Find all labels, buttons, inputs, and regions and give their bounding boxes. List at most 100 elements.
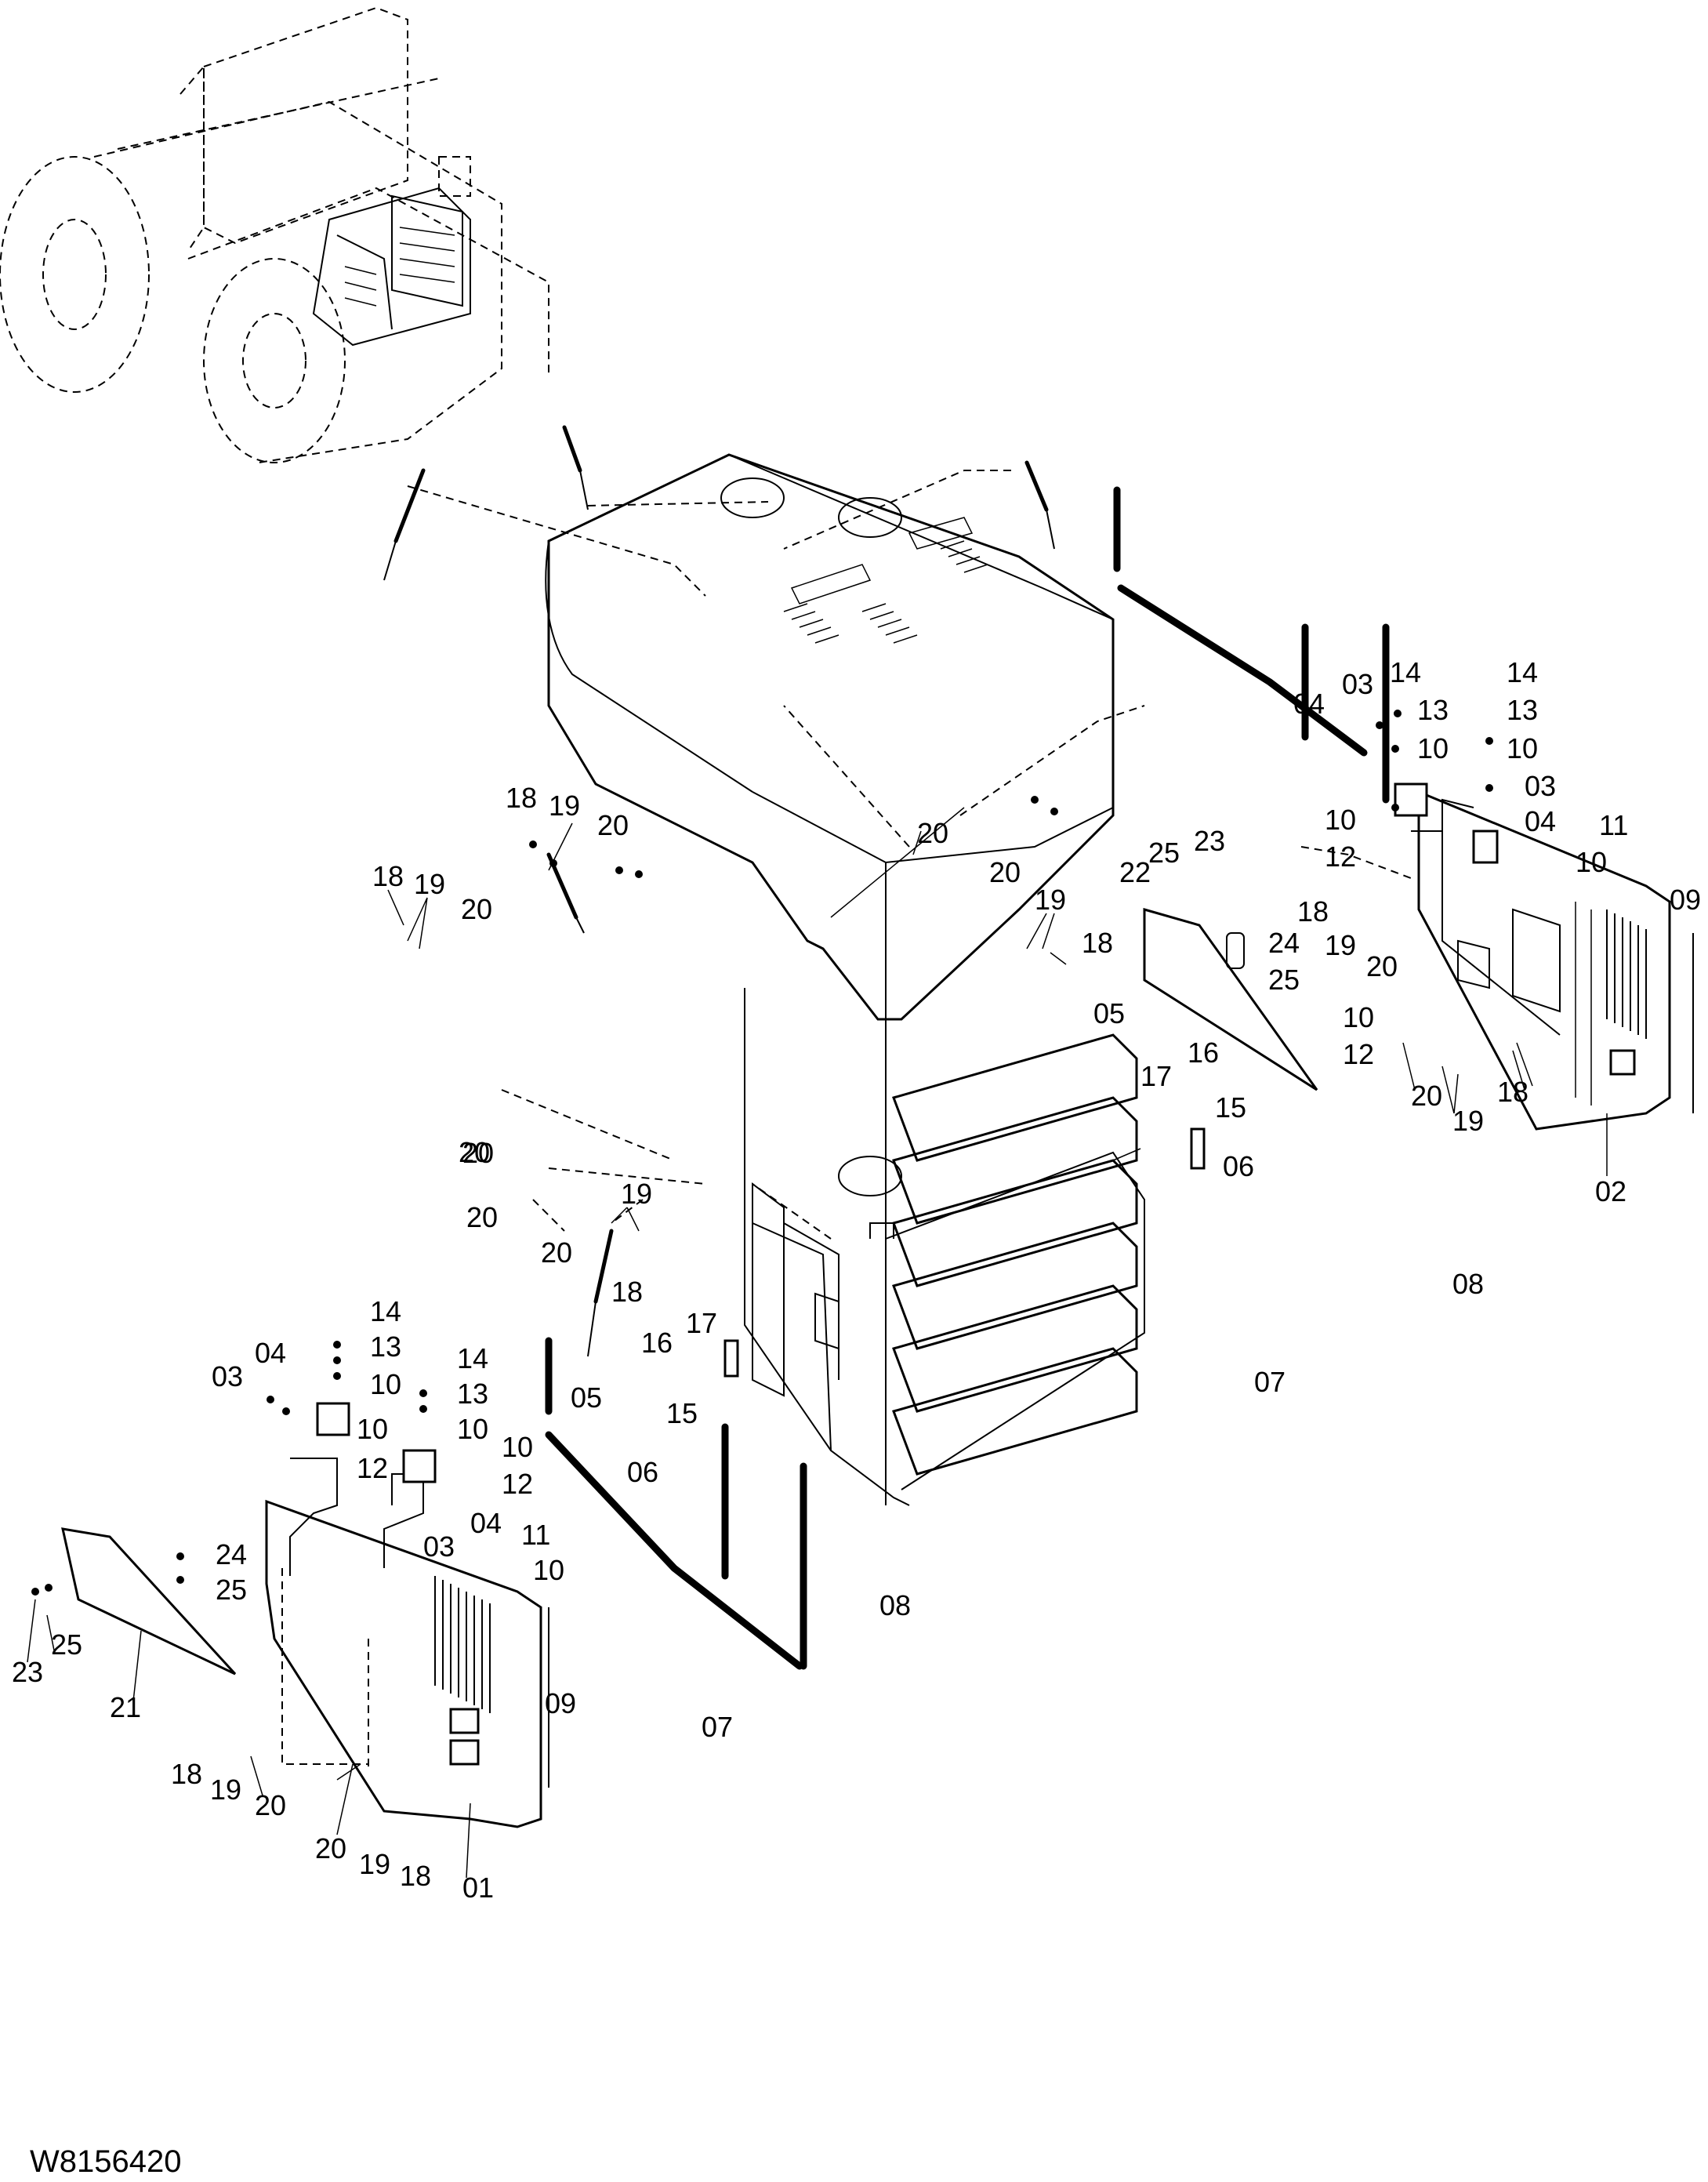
callout-right-door: 02 (1595, 1175, 1626, 1207)
callout-right-door: 10 (1507, 732, 1538, 764)
callout-seal: 16 (641, 1327, 673, 1359)
callout-left-door: 10 (370, 1368, 401, 1400)
callout-main: 19 (549, 790, 580, 822)
callout-right-door: 13 (1507, 694, 1538, 726)
callout-right-door: 04 (1293, 688, 1325, 720)
callout-left-door: 11 (521, 1519, 550, 1551)
callout-main: 18 (1082, 927, 1113, 959)
callout-right-door: 12 (1343, 1038, 1374, 1070)
callout-right-door: 18 (1497, 1076, 1528, 1108)
callout-left-door: 04 (255, 1337, 286, 1369)
callout-ticks (27, 807, 1608, 1879)
leader-lines (407, 470, 1412, 1240)
callout-right-plate: 22 (1119, 856, 1151, 888)
machine-overview (0, 6, 549, 463)
callout-right-door: 03 (1525, 770, 1556, 802)
callout-right-door: 14 (1507, 656, 1538, 688)
callout-left-door: 20 (255, 1789, 286, 1821)
callout-main: 20 (989, 856, 1021, 888)
callout-seal: 05 (571, 1381, 602, 1414)
callout-main: 18 (506, 782, 537, 814)
callout-seal: 05 (1093, 997, 1125, 1029)
callout-seal: 08 (879, 1589, 911, 1621)
callout-seal: 07 (1254, 1366, 1286, 1398)
callout-left-door: 18 (171, 1758, 202, 1790)
right-side-door (1394, 782, 1694, 1131)
callout-right-door: 12 (1325, 840, 1356, 873)
callout-left-door: 10 (357, 1413, 388, 1445)
callout-left-door: 03 (212, 1360, 243, 1392)
callout-left-door: 13 (457, 1378, 488, 1410)
callout-left-door: 12 (502, 1468, 533, 1500)
callout-right-door: 03 (1342, 668, 1373, 700)
callout-main: 20 (459, 1136, 490, 1168)
callout-right-door: 20 (1411, 1080, 1442, 1112)
callout-main: 20 (597, 809, 629, 841)
callout-left-plate: 21 (110, 1691, 141, 1723)
callout-right-door: 14 (1390, 656, 1421, 688)
callout-right-door: 10 (1417, 732, 1449, 764)
callout-right-door: 19 (1452, 1105, 1484, 1137)
drawing-code: W8156420 (30, 2144, 181, 2179)
callout-seal: 06 (627, 1456, 658, 1488)
callout-left-door: 04 (470, 1507, 502, 1539)
callout-left-door: 10 (533, 1554, 564, 1586)
callout-main: 19 (414, 868, 445, 900)
hood-assembly (545, 453, 1145, 1506)
callout-left-plate: 25 (51, 1628, 82, 1661)
callout-left-plate: 25 (216, 1574, 247, 1606)
callout-left-door: 14 (457, 1342, 488, 1374)
callout-left-plate: 24 (216, 1538, 247, 1570)
callout-left-door: 10 (457, 1413, 488, 1445)
callout-seal: 08 (1452, 1268, 1484, 1300)
callout-left-door: 10 (502, 1431, 533, 1463)
callout-right-door: 18 (1297, 895, 1329, 928)
callout-left-door: 19 (210, 1774, 241, 1806)
callout-main: 18 (372, 860, 404, 892)
callout-right-door: 13 (1417, 694, 1449, 726)
callout-main: 20 (466, 1201, 498, 1233)
callout-left-door: 01 (462, 1872, 494, 1904)
callout-seal: 17 (1140, 1060, 1172, 1092)
callout-right-plate: 23 (1194, 825, 1225, 857)
callout-left-door: 12 (357, 1452, 388, 1484)
callout-left-door: 19 (359, 1848, 390, 1880)
callout-main: 18 (611, 1276, 643, 1308)
callout-right-door: 09 (1670, 884, 1701, 916)
gas-struts (383, 425, 1055, 1357)
callout-left-door: 09 (545, 1687, 576, 1719)
callout-right-door: 10 (1576, 846, 1607, 878)
callout-right-door: 10 (1343, 1001, 1374, 1033)
callout-right-door: 19 (1325, 929, 1356, 961)
callout-seal: 07 (702, 1711, 733, 1743)
callout-left-door: 03 (423, 1530, 455, 1563)
callout-right-door: 11 (1599, 809, 1628, 841)
right-cover-plate (1143, 908, 1318, 1091)
callout-seal: 17 (686, 1307, 717, 1339)
left-cover-plate (61, 1527, 237, 1676)
callout-main: 19 (621, 1178, 652, 1210)
seal-strips (545, 486, 1390, 1670)
callout-main: 19 (1035, 884, 1066, 916)
callout-right-door: 20 (1366, 950, 1398, 982)
left-side-door (265, 1402, 549, 1828)
callout-right-plate: 24 (1268, 927, 1300, 959)
callout-right-door: 10 (1325, 804, 1356, 836)
callout-main: 20 (461, 893, 492, 925)
fastener-dots (31, 710, 1493, 1596)
callout-seal: 15 (666, 1397, 698, 1429)
callout-seal: 16 (1188, 1037, 1219, 1069)
callout-right-plate: 25 (1148, 837, 1180, 869)
callout-left-door: 14 (370, 1295, 401, 1327)
callout-right-door: 04 (1525, 805, 1556, 837)
callout-right-plate: 25 (1268, 964, 1300, 996)
callout-main: 20 (462, 1137, 494, 1169)
callout-main: 20 (541, 1236, 572, 1269)
callout-left-door: 18 (400, 1860, 431, 1892)
callout-left-door: 13 (370, 1331, 401, 1363)
callout-seal: 06 (1223, 1150, 1254, 1182)
callout-seal: 15 (1215, 1091, 1246, 1124)
callout-left-door: 20 (315, 1832, 346, 1864)
callout-labels: 20 20 18 19 20 18 19 20 20 19 18 20 20 2… (12, 656, 1701, 1904)
